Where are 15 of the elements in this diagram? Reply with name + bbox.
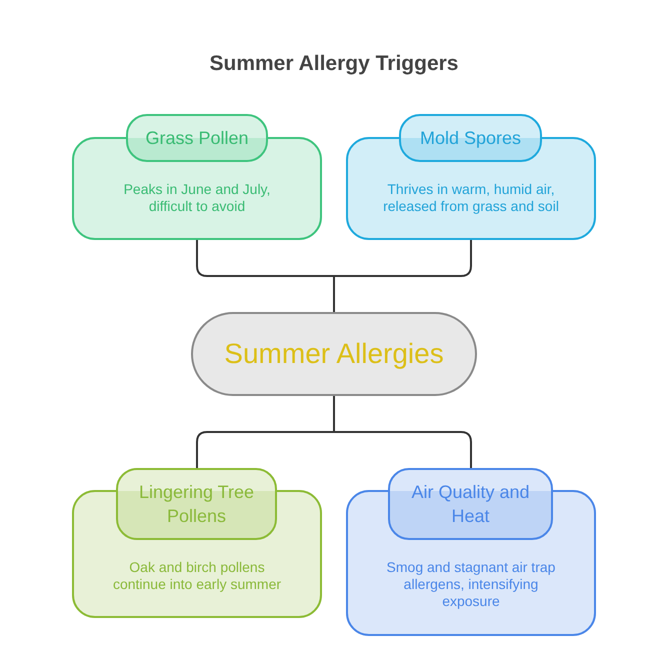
- card-heading: Air Quality and Heat: [410, 481, 531, 528]
- card-heading: Grass Pollen: [145, 127, 249, 150]
- topic-card: [72, 468, 322, 618]
- card-description: Peaks in June and July, difficult to avoid: [122, 181, 272, 215]
- card-description: Thrives in warm, humid air, released from grass and soil: [382, 181, 560, 215]
- topic-card: [346, 468, 596, 636]
- central-topic-label: Summer Allergies: [224, 337, 444, 371]
- topic-card: [346, 114, 596, 240]
- card-heading: Mold Spores: [420, 127, 522, 150]
- card-description: Oak and birch pollens continue into early summer: [112, 559, 282, 593]
- topic-card: [72, 114, 322, 240]
- card-heading: Lingering Tree Pollens: [138, 481, 256, 528]
- card-description: Smog and stagnant air trap allergens, intensifying exposure: [386, 559, 556, 610]
- connector-line: [333, 240, 472, 312]
- diagram-title: Summer Allergy Triggers: [210, 51, 458, 77]
